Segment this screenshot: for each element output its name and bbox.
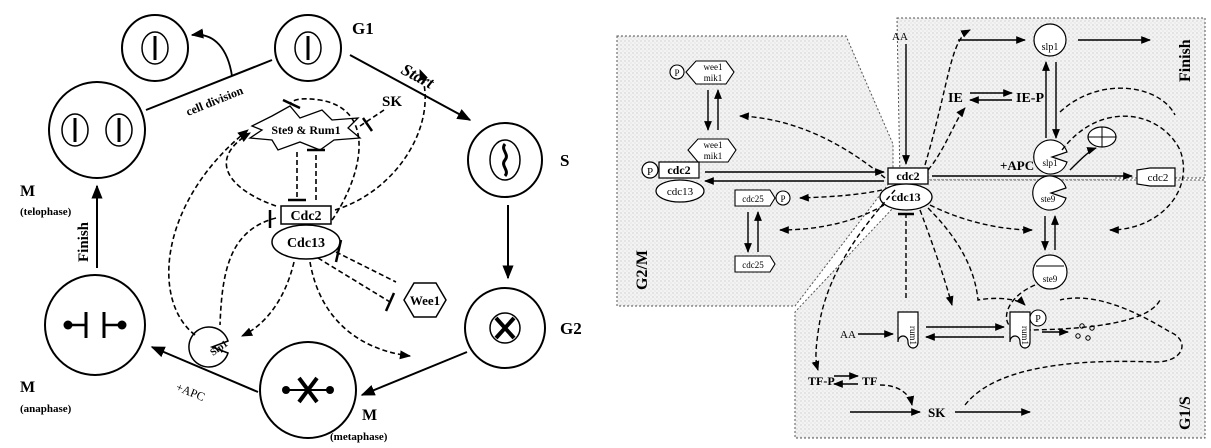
node-label-p-left: P (647, 166, 653, 178)
transition-label-cell-division: cell division (184, 83, 245, 119)
node-label-ie: IE (948, 91, 963, 106)
region-finish (896, 17, 1206, 181)
node-label-aa-top: AA (892, 31, 908, 43)
rum1-b-node (1009, 311, 1031, 349)
node-label-wee1-p: P (674, 68, 679, 78)
cdc25-a-node (734, 189, 776, 207)
node-label-cdc2: Cdc2 (290, 209, 321, 224)
cell-g2 (464, 287, 546, 369)
node-label-rum1-p: P (1035, 314, 1041, 325)
node-label-iep: IE-P (1016, 91, 1044, 106)
phase-label-m-telophase: M (20, 183, 35, 200)
ste9-rum1-node (248, 105, 362, 151)
phase-label-m-metaphase: M (362, 407, 377, 424)
left-cell-cycle-diagram: G1 S G2 M (metaphase) (20, 14, 582, 443)
region-label-g1s: G1/S (1177, 396, 1194, 430)
node-label-slp1-mid: slp1 (1042, 158, 1057, 168)
node-label-cdc2-right: cdc2 (1148, 172, 1169, 184)
arrow-meta-to-ana (150, 346, 259, 393)
node-label-slp1-top: slp1 (1042, 42, 1059, 53)
phase-label-s: S (560, 151, 569, 170)
phase-sublabel-metaphase: (metaphase) (330, 431, 388, 443)
node-label-apc: +APC (1000, 158, 1034, 173)
arrow-start (349, 54, 472, 121)
node-label-cdc2-left: cdc2 (667, 163, 690, 177)
node-label-cdc25-p: P (780, 194, 785, 204)
region-label-finish: Finish (1177, 39, 1194, 82)
slp1-mid-node (1033, 139, 1068, 175)
wee1-node (403, 282, 447, 318)
node-label-aa-bottom: AA (840, 329, 856, 341)
node-label-ste9-rum1: Ste9 & Rum1 (271, 123, 340, 137)
slp1-node (188, 326, 229, 368)
transition-label-apc: +APC (174, 380, 207, 404)
slp1-top-node (1033, 23, 1067, 57)
cdc13-center-ellipse (879, 183, 933, 211)
cdc2-left-box (658, 161, 700, 179)
node-label-tfp: TF-P (808, 374, 835, 388)
node-label-mik1-a: mik1 (704, 73, 723, 83)
transition-label-start: Start (398, 60, 438, 93)
node-label-cdc2-center: cdc2 (896, 169, 919, 183)
node-label-cdc13-center: cdc13 (891, 190, 920, 204)
node-label-rum1-a: rum1 (908, 326, 918, 345)
node-label-mik1-b: mik1 (704, 151, 723, 161)
arrow-cell-division-line (145, 59, 273, 111)
node-label-ste9-a: ste9 (1041, 194, 1056, 204)
phase-label-g1: G1 (352, 19, 374, 38)
cdc25-b-node (734, 255, 776, 273)
cell-daughter (121, 14, 189, 82)
phase-label-m-anaphase: M (20, 379, 35, 396)
node-label-wee1-a: wee1 (704, 62, 723, 72)
arrow-cell-division (190, 28, 233, 77)
transition-label-finish: Finish (76, 221, 92, 262)
inhibit-sk-ste9 (359, 109, 385, 127)
node-label-cdc13-left: cdc13 (667, 186, 694, 198)
cdc13-left-ellipse (655, 179, 705, 203)
right-network-diagram: G2/M Finish G1/S cdc2 cdc13 AA slp1 IE I… (616, 17, 1206, 439)
ste9-b-node (1032, 254, 1068, 290)
cell-metaphase (259, 341, 357, 439)
node-label-cdc25-b: cdc25 (742, 260, 764, 270)
degraded-rum1 (1075, 323, 1095, 341)
wee1-mik1-a-node (685, 60, 735, 85)
node-label-sk-right: SK (928, 405, 946, 420)
node-label-cdc25-a: cdc25 (742, 194, 764, 204)
cell-anaphase (44, 274, 146, 376)
node-label-wee1-b: wee1 (704, 140, 723, 150)
phase-sublabel-telophase: (telophase) (20, 206, 72, 218)
cell-g1 (274, 14, 342, 82)
node-label-rum1-b: rum1 (1020, 326, 1030, 345)
ste9-a-node (1032, 175, 1067, 211)
node-label-ste9-b: ste9 (1043, 274, 1058, 284)
phase-label-g2: G2 (560, 319, 582, 338)
cdc2-box (280, 205, 332, 225)
cell-s (467, 122, 543, 198)
phase-sublabel-anaphase: (anaphase) (20, 403, 72, 415)
cell-telophase (48, 81, 146, 179)
node-label-tf: TF (862, 374, 877, 388)
region-label-g2m: G2/M (634, 250, 651, 290)
node-label-wee1: Wee1 (410, 293, 440, 308)
cdc2-right-node (1136, 167, 1176, 187)
node-label-sk: SK (382, 94, 402, 110)
rum1-a-node (897, 311, 919, 349)
arrow-g2-to-m (360, 351, 468, 396)
node-label-cdc13: Cdc13 (287, 236, 325, 251)
